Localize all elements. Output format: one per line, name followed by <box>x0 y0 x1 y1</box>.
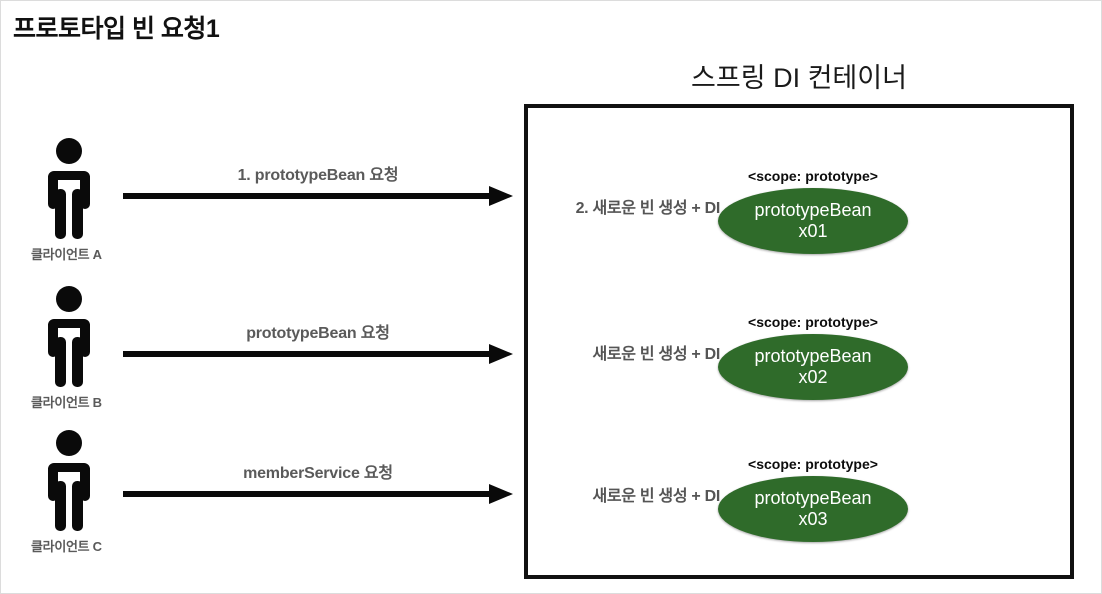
person-icon <box>48 286 90 387</box>
bean-creation-note: 새로운 빈 생성 + DI <box>592 346 720 363</box>
request-arrow-2: prototypeBean 요청 <box>123 319 513 369</box>
bean-id: x02 <box>798 367 828 387</box>
bean-row: 새로운 빈 생성 + DI <scope: prototype> prototy… <box>528 288 1078 408</box>
container-title: 스프링 DI 컨테이너 <box>691 63 907 93</box>
bean-scope-label: <scope: prototype> <box>748 456 878 472</box>
bean-scope-label: <scope: prototype> <box>748 168 878 184</box>
arrow-right-icon <box>123 186 513 206</box>
request-arrow-1: 1. prototypeBean 요청 <box>123 161 513 211</box>
bean-creation-note: 2. 새로운 빈 생성 + DI <box>575 200 721 217</box>
prototype-bean-node[interactable]: prototypeBean x03 <box>718 476 908 542</box>
request-arrow-3: memberService 요청 <box>123 459 513 509</box>
spring-di-container-box: 2. 새로운 빈 생성 + DI <scope: prototype> prot… <box>524 104 1074 579</box>
page-title: 프로토타입 빈 요청1 <box>13 15 220 43</box>
client-label: 클라이언트 C <box>31 539 102 554</box>
arrow-label: memberService 요청 <box>243 465 393 482</box>
arrow-label: 1. prototypeBean 요청 <box>237 167 399 184</box>
bean-id: x03 <box>798 509 828 529</box>
client-a: 클라이언트 A <box>31 137 121 263</box>
client-label: 클라이언트 A <box>31 247 102 262</box>
client-label: 클라이언트 B <box>31 395 102 410</box>
client-c: 클라이언트 C <box>31 429 121 555</box>
bean-creation-note: 새로운 빈 생성 + DI <box>592 488 720 505</box>
person-icon <box>48 430 90 531</box>
prototype-bean-node[interactable]: prototypeBean x01 <box>718 188 908 254</box>
bean-scope-label: <scope: prototype> <box>748 314 878 330</box>
arrow-right-icon <box>123 344 513 364</box>
bean-name: prototypeBean <box>754 346 872 367</box>
bean-id: x01 <box>798 221 828 241</box>
arrow-label: prototypeBean 요청 <box>246 325 390 342</box>
bean-name: prototypeBean <box>754 200 872 221</box>
arrow-right-icon <box>123 484 513 504</box>
bean-row: 2. 새로운 빈 생성 + DI <scope: prototype> prot… <box>528 142 1078 262</box>
bean-row: 새로운 빈 생성 + DI <scope: prototype> prototy… <box>528 430 1078 550</box>
prototype-bean-node[interactable]: prototypeBean x02 <box>718 334 908 400</box>
client-b: 클라이언트 B <box>31 285 121 411</box>
bean-name: prototypeBean <box>754 488 872 509</box>
person-icon <box>48 138 90 239</box>
